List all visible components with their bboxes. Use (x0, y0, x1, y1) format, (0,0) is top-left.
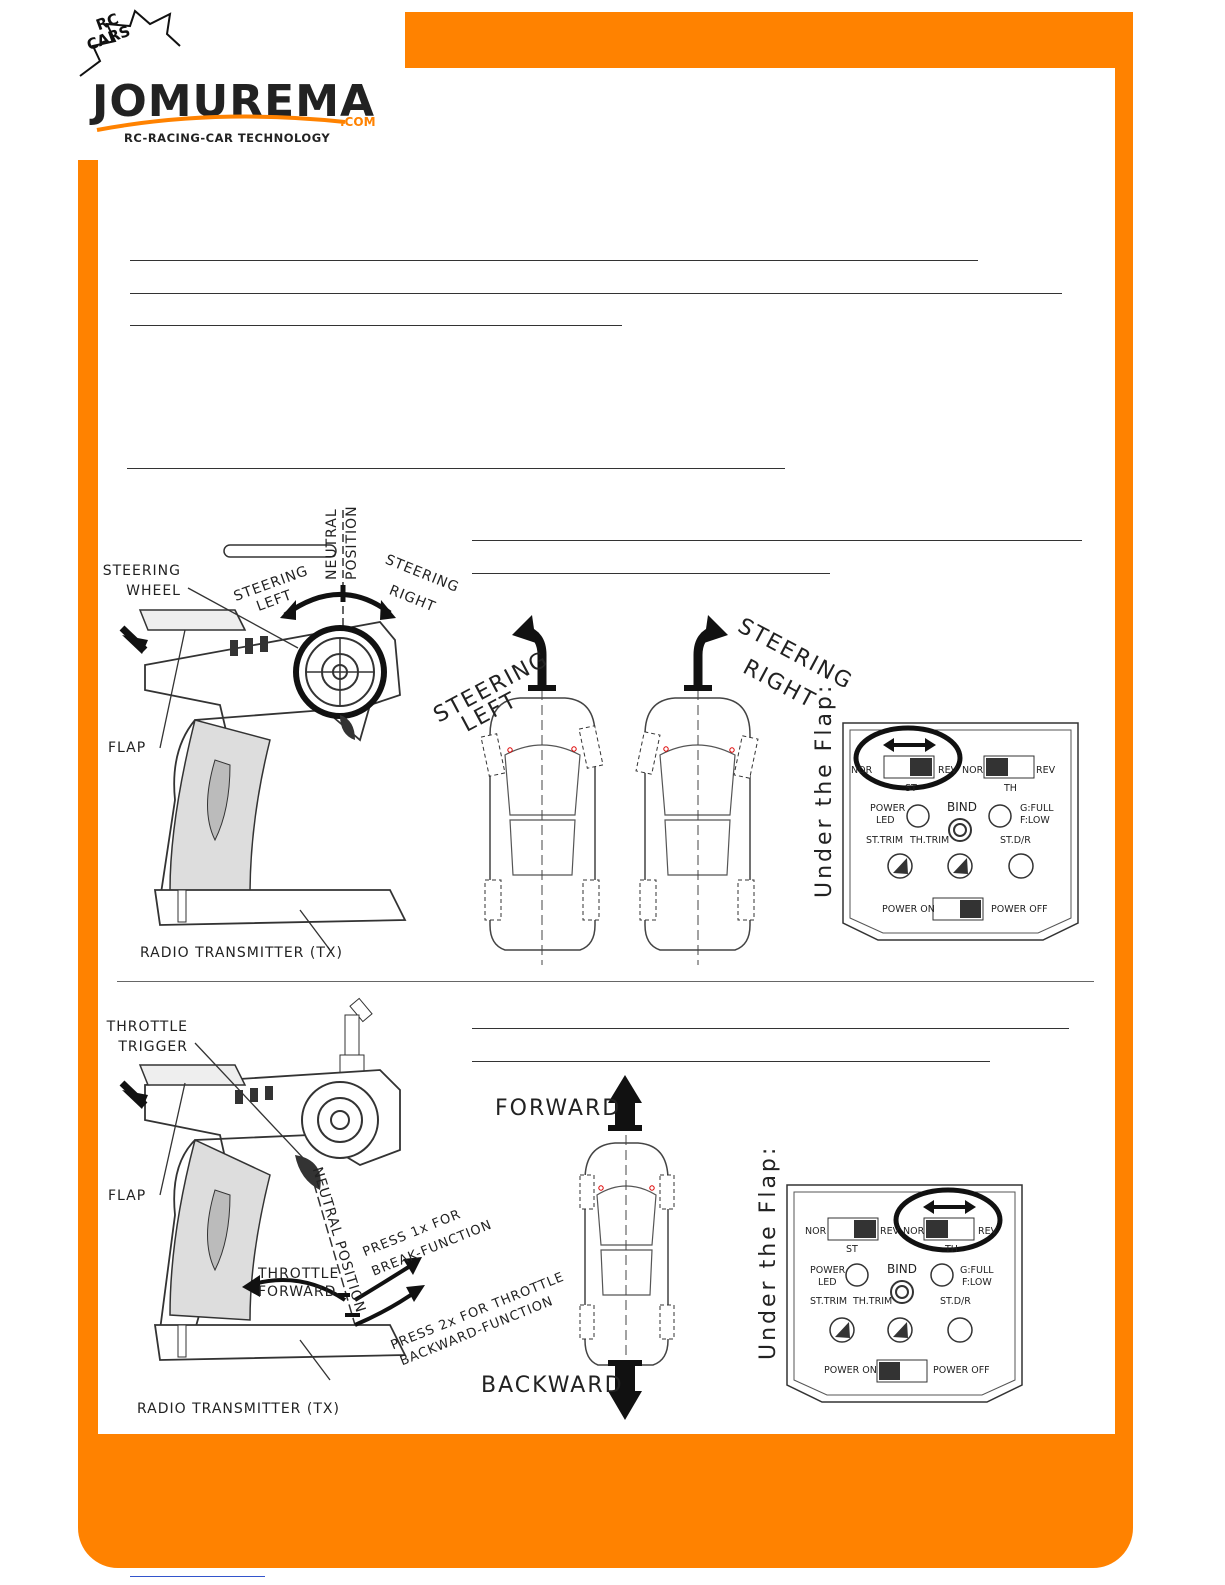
panel1-power-on: POWER ON (882, 904, 935, 915)
panel1-st-dr: ST.D/R (1000, 835, 1031, 846)
flap-side-label-bottom: Under the Flap: (756, 1144, 781, 1360)
panel1-rev-st: REV (938, 765, 958, 776)
brand-domain: .COM (340, 115, 376, 129)
panel2-power-led-1: POWER (810, 1265, 846, 1276)
label-flap-bottom: FLAP (108, 1188, 147, 1204)
panel1-gfull: G:FULL (1020, 803, 1054, 814)
panel1-bind: BIND (947, 800, 977, 814)
text-rule (130, 325, 622, 326)
text-rule (472, 1028, 1069, 1029)
brand-swoosh-icon (96, 114, 346, 132)
panel2-power-off: POWER OFF (933, 1365, 990, 1376)
label-neutral-2: POSITION (344, 505, 360, 580)
panel1-power-led-2: LED (876, 815, 895, 826)
label-transmitter-top: RADIO TRANSMITTER (TX) (140, 945, 343, 961)
panel1-nor-st: NOR (851, 765, 873, 776)
text-rule (130, 293, 1062, 294)
flap-panel-st-drawing (842, 722, 1079, 941)
logo-background (75, 10, 405, 160)
frame-right-band (1115, 12, 1133, 1452)
label-flap-top: FLAP (108, 740, 147, 756)
label-neutral-1: NEUTRAL (324, 508, 340, 580)
panel2-gfull: G:FULL (960, 1265, 994, 1276)
label-transmitter-bottom: RADIO TRANSMITTER (TX) (137, 1401, 340, 1417)
section-divider (117, 981, 1094, 982)
panel1-st-trim: ST.TRIM (866, 835, 904, 846)
panel1-power-led-1: POWER (870, 803, 906, 814)
label-forward: FORWARD (495, 1096, 622, 1121)
panel1-st: ST (905, 783, 917, 794)
brand-tagline: RC-RACING-CAR TECHNOLOGY (124, 131, 331, 145)
footer-link-underline[interactable] (130, 1576, 265, 1577)
label-throttle-forward-2: FORWARD (258, 1284, 337, 1300)
panel1-flow: F:LOW (1020, 815, 1050, 826)
flap-side-label-top: Under the Flap: (812, 682, 837, 898)
label-backward: BACKWARD (481, 1373, 624, 1398)
label-throttle-trigger-1: THROTTLE (106, 1019, 188, 1035)
car-throttle-drawing (579, 1075, 675, 1420)
panel1-th: TH (1004, 783, 1017, 794)
text-rule (472, 573, 830, 574)
rc-cars-burst-icon (79, 9, 181, 77)
text-rule (127, 468, 785, 469)
label-steering-wheel-1: STEERING (102, 563, 181, 579)
transmitter-throttle-drawing (119, 997, 425, 1381)
panel2-st: ST (846, 1244, 858, 1255)
panel2-th-trim: TH.TRIM (853, 1296, 893, 1307)
panel2-st-trim: ST.TRIM (810, 1296, 848, 1307)
panel1-power-off: POWER OFF (991, 904, 1048, 915)
panel2-bind: BIND (887, 1262, 917, 1276)
panel1-nor-th: NOR (962, 765, 984, 776)
panel1-rev-th: REV (1036, 765, 1056, 776)
text-rule (472, 1061, 990, 1062)
text-rule (130, 260, 978, 261)
panel2-rev-th: REV (978, 1226, 998, 1237)
panel2-power-on: POWER ON (824, 1365, 877, 1376)
panel2-power-led-2: LED (818, 1277, 837, 1288)
panel2-st-dr: ST.D/R (940, 1296, 971, 1307)
frame-left-band (78, 160, 98, 1450)
panel2-flow: F:LOW (962, 1277, 992, 1288)
panel2-rev-st: REV (880, 1226, 900, 1237)
text-rule (472, 540, 1082, 541)
label-steering-wheel-2: WHEEL (126, 583, 181, 599)
cars-steering-drawing (480, 615, 759, 965)
panel2-nor-st: NOR (805, 1226, 827, 1237)
frame-bottom-band (78, 1434, 1133, 1568)
label-throttle-trigger-2: TRIGGER (118, 1039, 188, 1055)
panel2-th: TH (945, 1244, 958, 1255)
panel1-th-trim: TH.TRIM (910, 835, 950, 846)
label-throttle-forward-1: THROTTLE (258, 1266, 340, 1282)
panel2-nor-th: NOR (903, 1226, 925, 1237)
transmitter-steering-drawing (119, 510, 407, 951)
flap-panel-th-drawing (786, 1184, 1023, 1403)
